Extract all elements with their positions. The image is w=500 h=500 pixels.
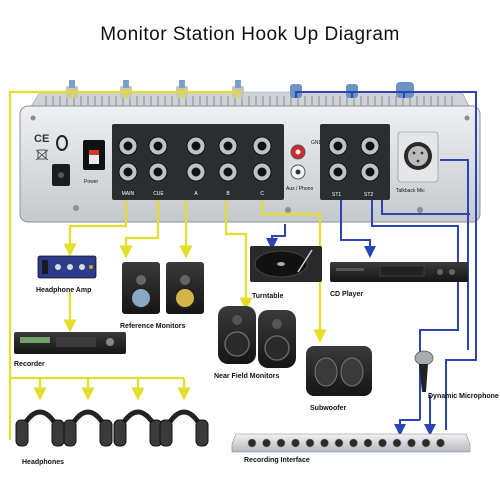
near-field-monitors: Near Field Monitors xyxy=(214,306,296,380)
interface-knob-6 xyxy=(320,438,329,448)
page-title: Monitor Station Hook Up Diagram xyxy=(100,24,400,45)
headphone-amp: Headphone Amp xyxy=(36,255,97,294)
interface-knob-13 xyxy=(421,438,431,448)
yellow-cables xyxy=(8,90,327,440)
output-jack-3-left[interactable] xyxy=(186,136,206,156)
interface-knob-4 xyxy=(291,438,300,448)
top-knob-blue-3 xyxy=(396,82,414,98)
recording-interface: Recording Interface xyxy=(231,433,471,464)
cd-player-label: CD Player xyxy=(330,291,363,298)
stereo-jack-2[interactable] xyxy=(360,136,380,156)
interface-knob-8 xyxy=(349,438,358,448)
headphones-label: Headphones xyxy=(22,459,64,466)
jack-label-main: MAIN xyxy=(122,191,135,197)
st1-label: ST1 xyxy=(332,192,341,198)
aux-phono-input[interactable]: Aux / Phono GND xyxy=(286,140,323,192)
power-switch[interactable]: Power xyxy=(83,140,105,185)
headphones-group xyxy=(15,409,209,447)
gnd-label: GND xyxy=(311,140,323,146)
output-jacks xyxy=(118,136,272,182)
ce-mark: CE xyxy=(34,133,49,145)
interface-knob-9 xyxy=(363,438,373,448)
output-jack-2-right[interactable] xyxy=(148,162,168,182)
turntable-label: Turntable xyxy=(252,293,283,300)
reference-monitors-label: Reference Monitors xyxy=(120,323,185,330)
dynamic-microphone-label: Dynamic Microphone xyxy=(428,393,499,400)
turntable: Turntable xyxy=(250,246,322,300)
interface-knob-2 xyxy=(262,438,271,448)
subwoofer: Subwoofer xyxy=(306,346,372,412)
stereo-input-section xyxy=(320,124,390,200)
talkback-mic-label: Talkback Mic xyxy=(396,188,425,194)
stereo-jack-3[interactable] xyxy=(328,162,348,182)
output-jack-2-left[interactable] xyxy=(148,136,168,156)
headphones-3 xyxy=(113,409,163,447)
aux-phono-label: Aux / Phono xyxy=(286,186,313,192)
interface-knob-1 xyxy=(247,438,257,448)
talkback-mic-input[interactable]: Talkback Mic xyxy=(396,131,439,194)
mixer-back-panel: CE Power MAIN CUE A B C Aux / Phono xyxy=(19,105,481,223)
interface-knob-11 xyxy=(392,438,402,448)
st2-label: ST2 xyxy=(364,192,373,198)
recycle-bin-icon xyxy=(35,149,49,161)
output-jack-3-right[interactable] xyxy=(186,162,206,182)
output-jack-4-left[interactable] xyxy=(218,136,238,156)
jack-label-b: B xyxy=(226,191,230,197)
jack-label-cue: CUE xyxy=(153,191,164,197)
power-inlet[interactable] xyxy=(52,135,70,186)
interface-knob-10 xyxy=(378,438,387,448)
headphones-2 xyxy=(63,409,113,447)
mixer-top xyxy=(29,80,471,109)
subwoofer-label: Subwoofer xyxy=(310,405,346,412)
cd-player: CD Player xyxy=(330,262,468,298)
recorder: Recorder xyxy=(14,332,126,368)
reference-monitors: Reference Monitors xyxy=(120,262,204,330)
near-field-monitors-label: Near Field Monitors xyxy=(214,373,279,380)
jack-label-a: A xyxy=(194,191,198,197)
interface-knob-7 xyxy=(334,438,344,448)
stereo-jack-1[interactable] xyxy=(328,136,348,156)
interface-knob-5 xyxy=(305,438,315,448)
output-jack-4-right[interactable] xyxy=(218,162,238,182)
output-jack-1-left[interactable] xyxy=(118,136,138,156)
output-jack-section xyxy=(112,124,284,200)
interface-knob-14 xyxy=(436,438,445,448)
recorder-label: Recorder xyxy=(14,361,45,368)
dynamic-microphone: Dynamic Microphone xyxy=(414,350,499,400)
power-label: Power xyxy=(84,179,99,185)
output-jack-5-right[interactable] xyxy=(252,162,272,182)
output-jack-1-right[interactable] xyxy=(118,162,138,182)
output-jack-5-left[interactable] xyxy=(252,136,272,156)
interface-knob-3 xyxy=(276,438,286,448)
recording-interface-label: Recording Interface xyxy=(244,457,310,464)
interface-knob-12 xyxy=(407,438,416,448)
headphone-amp-label: Headphone Amp xyxy=(36,287,91,294)
headphones-4 xyxy=(159,409,209,447)
headphones-1 xyxy=(15,409,65,447)
stereo-jack-4[interactable] xyxy=(360,162,380,182)
jack-label-c: C xyxy=(260,191,264,197)
